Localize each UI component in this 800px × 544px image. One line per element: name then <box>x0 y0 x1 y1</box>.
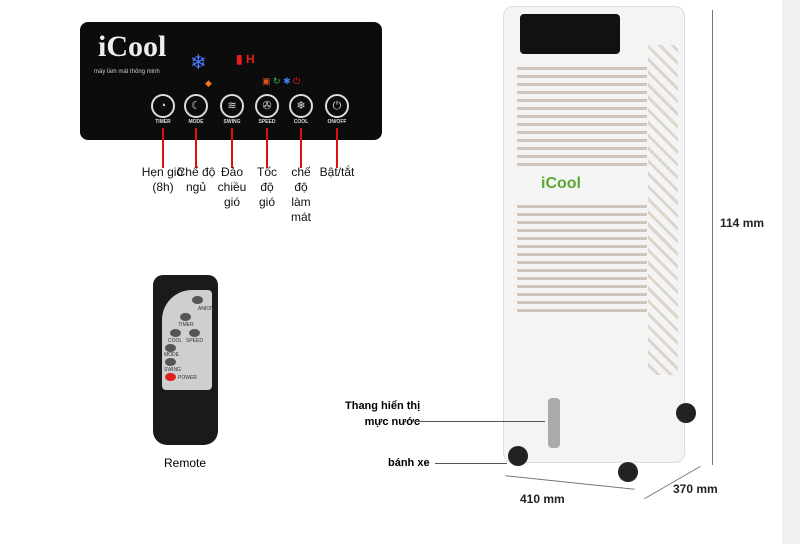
timer-icon[interactable]: ◔ <box>151 94 175 118</box>
height-dimension: 114 mm <box>720 216 765 230</box>
side-strip <box>782 0 800 544</box>
power-icon[interactable]: ⏻ <box>325 94 349 118</box>
display-readout: ▮ H <box>236 52 255 66</box>
indicator-icon: ◆ <box>205 78 212 88</box>
callout-line <box>336 128 338 168</box>
height-dimension-line <box>712 10 713 465</box>
remote-mode-button[interactable] <box>165 344 176 352</box>
brand-logo: iCool <box>98 30 167 63</box>
callout-label: Đảo chiều gió <box>217 165 247 209</box>
callout-line <box>195 128 197 168</box>
upper-grill <box>517 62 647 167</box>
lower-grill <box>517 200 647 312</box>
wheel <box>508 446 528 466</box>
wheel <box>618 462 638 482</box>
brand-tagline: máy làm mát thông minh <box>94 69 160 75</box>
callout-line <box>266 128 268 168</box>
snowflake-indicator-icon: ❄ <box>190 52 207 74</box>
swing-icon[interactable]: ≋ <box>220 94 244 118</box>
callout-label: Hẹn giờ (8h) <box>141 165 185 194</box>
callout-line <box>300 128 302 168</box>
status-indicators: ▣ ↻ ✱ ⏻ <box>262 76 301 86</box>
water-gauge-label: Thang hiển thị mực nước <box>345 400 421 428</box>
callout-label: Bật/tắt <box>319 165 355 179</box>
button-label: TIMER <box>155 119 171 125</box>
moon-icon[interactable]: ☾ <box>184 94 208 118</box>
depth-dimension: 370 mm <box>673 482 718 496</box>
cooler-control-panel <box>520 14 620 54</box>
fan-icon[interactable]: ✇ <box>255 94 279 118</box>
water-level-gauge <box>548 398 560 448</box>
button-label: MODE <box>188 119 204 125</box>
control-panel <box>80 22 382 140</box>
remote-swing-button[interactable] <box>165 358 176 366</box>
callout-line <box>231 128 233 168</box>
button-label: SPEED <box>258 119 276 125</box>
remote-label: COOL <box>168 338 183 344</box>
remote-label: MODE <box>164 352 179 358</box>
callout-label: Tốc độ gió <box>256 165 277 209</box>
snowflake-icon[interactable]: ❄ <box>289 94 313 118</box>
cooler-logo: iCool <box>541 175 581 192</box>
side-vent <box>648 45 678 375</box>
remote-speed-button[interactable] <box>189 329 200 337</box>
remote-label: SWING <box>164 367 181 373</box>
leader-line <box>435 463 507 464</box>
remote-caption: Remote <box>164 456 207 470</box>
button-label: SWING <box>223 119 241 125</box>
callout-label: Chế độ ngủ <box>176 165 216 194</box>
button-label: COOL <box>293 119 309 125</box>
remote-cool-button[interactable] <box>170 329 181 337</box>
width-dimension: 410 mm <box>520 492 565 506</box>
callout-line <box>162 128 164 168</box>
display-mode: H <box>245 52 255 66</box>
remote-timer-button[interactable] <box>180 313 191 321</box>
remote-label: SPEED <box>186 338 203 344</box>
remote-anion-button[interactable] <box>192 296 203 304</box>
button-label: ON/OFF <box>327 119 347 125</box>
wheel <box>676 403 696 423</box>
leader-line <box>415 421 545 422</box>
callout-label: chế độ làm mát <box>290 165 311 224</box>
width-dimension-line <box>505 475 635 490</box>
remote-label: POWER <box>178 375 197 381</box>
remote-power-button[interactable] <box>165 373 176 381</box>
remote-label: ANION <box>198 306 214 312</box>
remote-label: TIMER <box>178 322 194 328</box>
wheel-label: bánh xe <box>388 457 430 469</box>
